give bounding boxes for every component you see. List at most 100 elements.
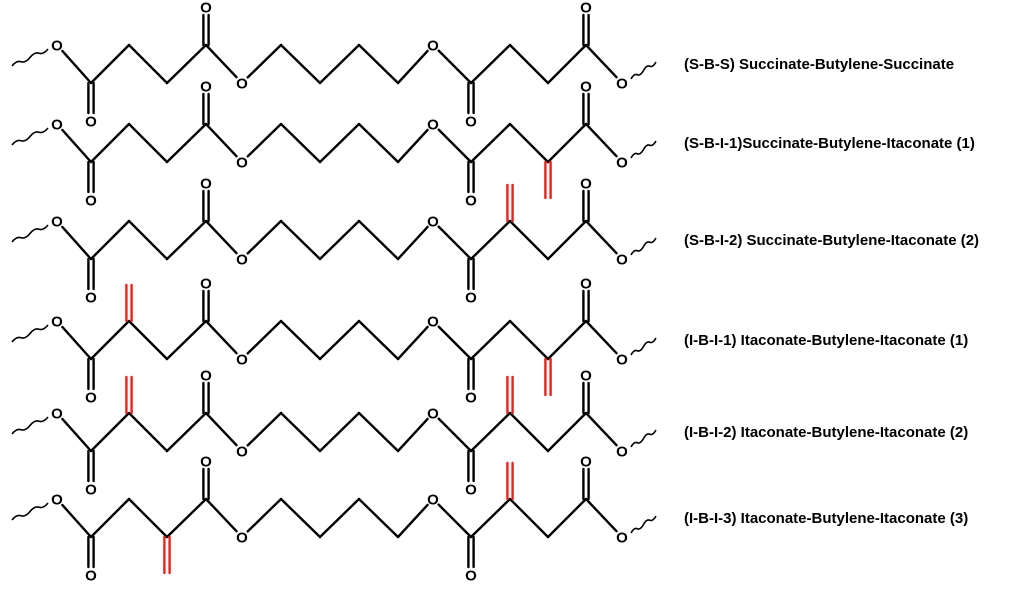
chain-bond xyxy=(89,497,131,539)
structure-label: (S-B-I-2) Succinate-Butylene-Itaconate (… xyxy=(684,232,979,249)
chain-bond xyxy=(204,219,238,255)
ester-oxygen-right: O xyxy=(616,530,628,547)
chain-bond xyxy=(584,122,618,158)
chain-bond xyxy=(165,43,208,85)
carbonyl-oxygen: O xyxy=(580,176,592,193)
chain-bond xyxy=(508,411,550,453)
chain-bond xyxy=(437,49,473,85)
ester-oxygen: O xyxy=(236,444,248,461)
ester-oxygen: O xyxy=(236,530,248,547)
chain-continuation-bond xyxy=(630,337,657,356)
butylene-bond xyxy=(279,411,322,453)
ester-oxygen-left: O xyxy=(51,38,63,55)
chain-bond xyxy=(246,411,283,447)
carbonyl-oxygen: O xyxy=(580,368,592,385)
chain-bond xyxy=(469,319,512,361)
structure-row-sbi1: OOOOOOOO(S-B-I-1)Succinate-Butylene-Itac… xyxy=(11,79,975,210)
carbonyl-oxygen: O xyxy=(85,568,97,585)
structure-label: (S-B-S) Succinate-Butylene-Succinate xyxy=(684,56,954,73)
butylene-bond xyxy=(279,122,322,164)
chain-bond xyxy=(246,219,283,255)
chain-continuation-bond xyxy=(11,48,49,67)
butylene-bond xyxy=(357,411,400,453)
carbonyl-oxygen: O xyxy=(200,368,212,385)
chain-continuation-bond xyxy=(11,416,49,435)
ester-oxygen: O xyxy=(236,155,248,172)
chain-bond xyxy=(61,503,93,539)
structure-label: (S-B-I-1)Succinate-Butylene-Itaconate (1… xyxy=(684,135,975,152)
chain-bond xyxy=(61,325,93,361)
carbonyl-oxygen: O xyxy=(580,454,592,471)
butylene-bond xyxy=(318,497,361,539)
ester-oxygen-left: O xyxy=(51,314,63,331)
chain-bond xyxy=(165,497,208,539)
butylene-bond xyxy=(279,43,322,85)
chain-bond xyxy=(437,325,473,361)
chain-bond xyxy=(546,497,588,539)
butylene-bond xyxy=(357,319,400,361)
chain-bond xyxy=(508,319,550,361)
ester-oxygen: O xyxy=(236,252,248,269)
chain-bond xyxy=(546,319,588,361)
ester-oxygen-left: O xyxy=(51,214,63,231)
structure-label: (I-B-I-1) Itaconate-Butylene-Itaconate (… xyxy=(684,332,968,349)
butylene-bond xyxy=(279,219,322,261)
carbonyl-oxygen: O xyxy=(465,390,477,407)
carbonyl-oxygen: O xyxy=(465,114,477,131)
chain-bond xyxy=(546,122,588,164)
ester-oxygen: O xyxy=(236,352,248,369)
butylene-bond xyxy=(318,219,361,261)
chain-bond xyxy=(89,43,131,85)
chain-bond xyxy=(469,219,512,261)
chain-bond xyxy=(246,319,283,355)
ester-oxygen-right: O xyxy=(616,155,628,172)
butylene-bond xyxy=(357,122,400,164)
chain-bond xyxy=(127,319,169,361)
carbonyl-oxygen: O xyxy=(85,114,97,131)
chain-bond xyxy=(127,219,169,261)
ester-oxygen: O xyxy=(427,406,439,423)
chain-bond xyxy=(89,411,131,453)
chain-bond xyxy=(437,503,473,539)
butylene-bond xyxy=(357,43,400,85)
chain-bond xyxy=(437,128,473,164)
chain-bond xyxy=(546,411,588,453)
chain-bond xyxy=(546,219,588,261)
carbonyl-oxygen: O xyxy=(465,482,477,499)
carbonyl-oxygen: O xyxy=(85,390,97,407)
carbonyl-oxygen: O xyxy=(465,290,477,307)
carbonyl-oxygen: O xyxy=(200,454,212,471)
chain-bond xyxy=(584,497,618,533)
chain-bond xyxy=(396,225,429,261)
chain-bond xyxy=(584,319,618,355)
chain-continuation-bond xyxy=(630,61,657,80)
ester-oxygen: O xyxy=(427,38,439,55)
chain-bond xyxy=(396,417,429,453)
chain-bond xyxy=(584,411,618,447)
chain-bond xyxy=(204,43,238,79)
chain-bond xyxy=(508,122,550,164)
ester-oxygen-left: O xyxy=(51,492,63,509)
butylene-bond xyxy=(318,43,361,85)
chain-bond xyxy=(508,497,550,539)
chain-bond xyxy=(546,43,588,85)
chain-bond xyxy=(165,219,208,261)
chain-bond xyxy=(246,43,283,79)
chain-bond xyxy=(127,411,169,453)
chain-bond xyxy=(61,225,93,261)
chain-bond xyxy=(469,411,512,453)
chain-bond xyxy=(127,43,169,85)
carbonyl-oxygen: O xyxy=(85,482,97,499)
chain-continuation-bond xyxy=(630,429,657,448)
chain-continuation-bond xyxy=(11,224,49,243)
carbonyl-oxygen: O xyxy=(580,79,592,96)
chain-bond xyxy=(204,497,238,533)
chain-bond xyxy=(89,219,131,261)
ester-oxygen-right: O xyxy=(616,252,628,269)
chain-bond xyxy=(204,122,238,158)
